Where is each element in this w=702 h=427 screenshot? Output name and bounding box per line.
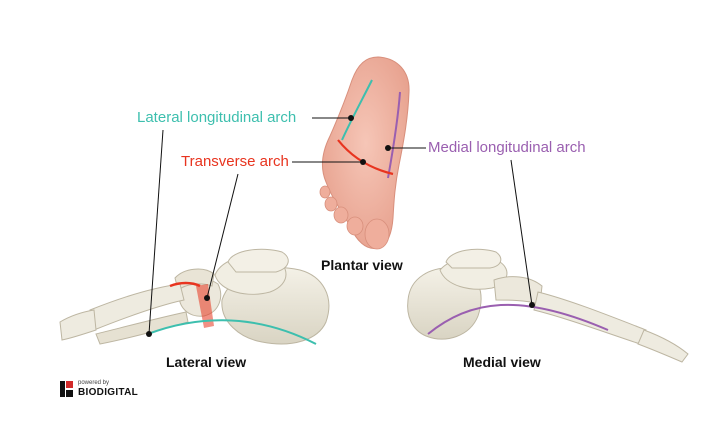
plantar-foot	[319, 56, 410, 250]
title-lateral-view: Lateral view	[166, 354, 247, 370]
title-medial-view: Medial view	[463, 354, 541, 370]
medial-navicular	[493, 276, 543, 305]
biodigital-logo-mark	[60, 381, 74, 397]
medial-metatarsals	[533, 291, 647, 345]
title-plantar-view: Plantar view	[321, 257, 403, 273]
lateral-navicular	[174, 268, 215, 291]
leader-transverse-dot-lateral	[204, 295, 210, 301]
leader-medial-dot-plantar	[385, 145, 391, 151]
plantar-toe-1	[364, 218, 390, 250]
plantar-toe-2	[346, 216, 364, 236]
leader-lateral-arch-dot-plantar	[348, 115, 354, 121]
plantar-medial-arch-line	[387, 91, 401, 179]
biodigital-logo: powered by BIODIGITAL	[60, 378, 150, 400]
medial-ankle-top	[445, 248, 502, 269]
medial-longitudinal-arch-line	[427, 303, 609, 335]
leader-lines	[146, 115, 535, 337]
plantar-sole	[322, 56, 410, 249]
lateral-transverse-arch-band	[196, 284, 214, 328]
lateral-longitudinal-arch-line	[147, 319, 317, 345]
plantar-toe-4	[324, 196, 338, 212]
lateral-ankle-top	[227, 248, 289, 273]
label-lateral-longitudinal-arch: Lateral longitudinal arch	[137, 109, 297, 126]
medial-phalanges	[637, 329, 689, 363]
medial-foot-skeleton	[407, 248, 689, 363]
leader-lateral-arch-down	[148, 129, 164, 335]
plantar-toe-5	[319, 185, 331, 199]
lateral-metatarsal-5	[95, 311, 189, 345]
label-transverse-arch: Transverse arch	[181, 153, 289, 170]
logo-powered-by: powered by	[78, 380, 110, 386]
leader-medial-down	[510, 159, 533, 306]
plantar-lateral-arch-line	[341, 79, 373, 141]
lateral-transverse-arch-top	[169, 281, 201, 288]
leader-transverse-down	[206, 173, 239, 299]
leader-medial-dot-medial	[529, 302, 535, 308]
lateral-phalanges	[59, 309, 97, 341]
leader-transverse-dot-plantar	[360, 159, 366, 165]
leader-lateral-arch-dot-lateral	[146, 331, 152, 337]
plantar-toe-3	[333, 206, 349, 224]
logo-brand-name: BIODIGITAL	[78, 387, 139, 398]
label-medial-longitudinal-arch: Medial longitudinal arch	[428, 139, 586, 156]
lateral-metatarsals	[89, 283, 185, 331]
lateral-foot-skeleton	[59, 248, 330, 345]
